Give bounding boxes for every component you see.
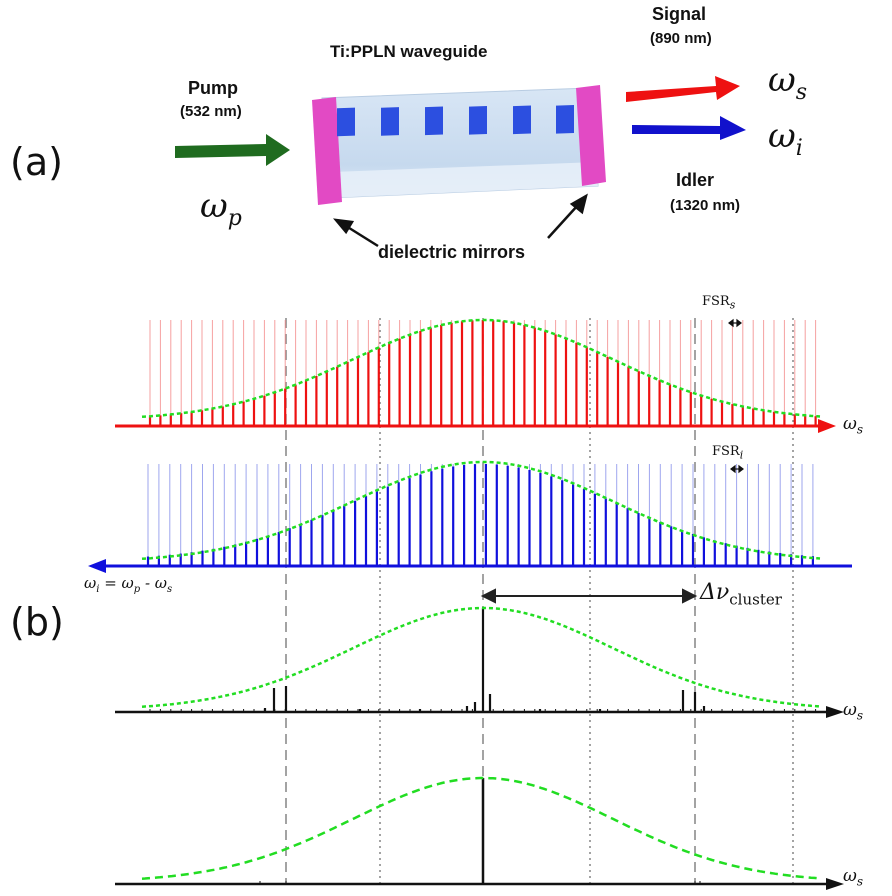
- device-title: Ti:PPLN waveguide: [330, 42, 488, 61]
- signal-label: Signal: [652, 4, 707, 24]
- domain-5: [513, 105, 531, 135]
- fsr-s-marker: [728, 318, 742, 328]
- pump-omega: ωp: [200, 186, 242, 231]
- signal-arrow: [626, 76, 740, 102]
- pump-arrow: [175, 134, 290, 166]
- mirror-right: [576, 85, 606, 186]
- output-axis-2: [115, 878, 844, 890]
- output-axis-1: [115, 706, 844, 718]
- mirror-left: [312, 97, 342, 205]
- dashed-guide-lines: [285, 318, 794, 884]
- panel-b-label: (b): [10, 600, 64, 644]
- axis4-label: ωs: [843, 866, 864, 889]
- waveguide-bottom-face: [330, 162, 598, 198]
- idler-comb: [146, 464, 815, 566]
- panel-a-label: (a): [10, 140, 63, 184]
- idler-label: Idler: [676, 170, 715, 190]
- signal-wavelength: (890 nm): [650, 30, 712, 47]
- idler-axis-equation: ωi = ωp - ωs: [84, 574, 173, 595]
- signal-axis: [115, 419, 836, 433]
- output-spectrum-1: [149, 608, 817, 712]
- pump-label: Pump: [188, 78, 239, 98]
- domain-6: [556, 104, 574, 134]
- axis-signal-label: ωs: [843, 414, 864, 437]
- mirrors-label: dielectric mirrors: [378, 242, 526, 262]
- fsr-i-label: FSRi: [712, 444, 744, 462]
- gaussian-envelopes: [141, 318, 821, 880]
- domain-2: [381, 107, 399, 136]
- output-envelope-1: [141, 606, 821, 708]
- idler-omega: ωi: [768, 116, 803, 161]
- cluster-spacing-arrow: [480, 588, 698, 604]
- domain-3: [425, 106, 443, 136]
- waveguide-device: [312, 85, 606, 205]
- delta-nu-cluster: Δνcluster: [700, 580, 782, 609]
- fsr-i-marker: [730, 464, 744, 474]
- pump-wavelength: (532 nm): [180, 103, 242, 120]
- signal-omega: ωs: [768, 60, 808, 105]
- idler-wavelength: (1320 nm): [670, 197, 741, 214]
- domain-4: [469, 105, 487, 135]
- idler-axis: [88, 559, 852, 573]
- output-envelope-2: [141, 776, 821, 880]
- output-spectrum-2: [259, 778, 701, 884]
- axis3-label: ωs: [843, 700, 864, 723]
- signal-envelope: [141, 318, 821, 419]
- signal-comb: [148, 320, 817, 426]
- domain-1: [337, 107, 355, 137]
- mirror-pointer-arrows: [333, 193, 588, 248]
- fsr-s-label: FSRs: [702, 294, 736, 312]
- idler-arrow: [632, 116, 746, 140]
- idler-envelope: [141, 460, 821, 561]
